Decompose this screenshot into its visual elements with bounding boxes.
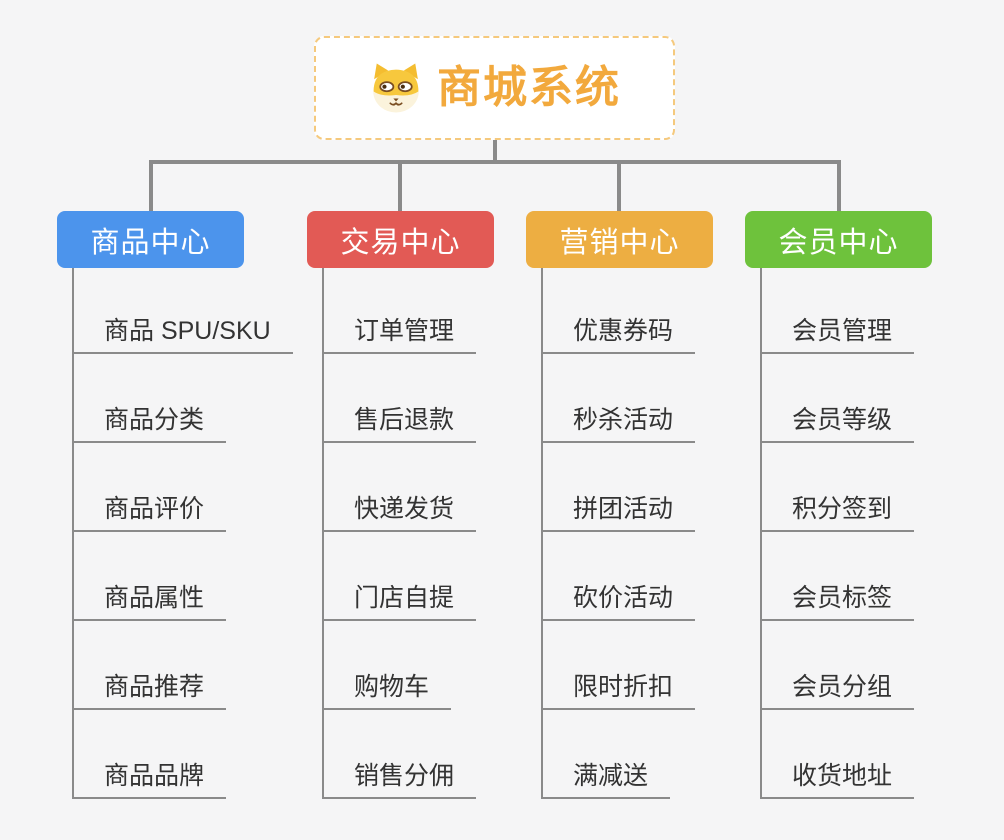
branch-spine — [760, 268, 762, 799]
child-node[interactable]: 购物车 — [322, 675, 452, 710]
child-node[interactable]: 优惠券码 — [541, 319, 696, 354]
branch-node-product-center[interactable]: 商品中心 — [57, 211, 244, 268]
dog-face-icon — [373, 63, 419, 113]
child-node[interactable]: 积分签到 — [760, 497, 915, 532]
child-node[interactable]: 售后退款 — [322, 408, 477, 443]
child-node[interactable]: 收货地址 — [760, 764, 915, 799]
child-node[interactable]: 销售分佣 — [322, 764, 477, 799]
connector-drop-member — [837, 160, 841, 211]
child-node[interactable]: 快递发货 — [322, 497, 477, 532]
child-node[interactable]: 会员管理 — [760, 319, 915, 354]
child-node[interactable]: 订单管理 — [322, 319, 477, 354]
child-node[interactable]: 会员等级 — [760, 408, 915, 443]
connector-bus — [149, 160, 841, 164]
branch-member-center: 会员中心 会员管理 会员等级 积分签到 会员标签 会员分组 收货地址 — [745, 211, 932, 799]
branch-label: 交易中心 — [340, 226, 461, 259]
connector-drop-trade — [398, 160, 402, 211]
child-node[interactable]: 商品评价 — [72, 497, 227, 532]
branch-node-trade-center[interactable]: 交易中心 — [307, 211, 494, 268]
child-node[interactable]: 砍价活动 — [541, 586, 696, 621]
branch-node-member-center[interactable]: 会员中心 — [745, 211, 932, 268]
root-node[interactable]: 商城系统 — [314, 36, 675, 140]
branch-spine — [72, 268, 74, 799]
connector-drop-marketing — [617, 160, 621, 211]
branch-spine — [322, 268, 324, 799]
child-node[interactable]: 满减送 — [541, 764, 671, 799]
branch-label: 营销中心 — [559, 226, 680, 259]
child-node[interactable]: 限时折扣 — [541, 675, 696, 710]
child-node[interactable]: 门店自提 — [322, 586, 477, 621]
branch-spine — [541, 268, 543, 799]
child-node[interactable]: 商品属性 — [72, 586, 227, 621]
connector-drop-product — [149, 160, 153, 211]
child-node[interactable]: 拼团活动 — [541, 497, 696, 532]
branch-product-center: 商品中心 商品 SPU/SKU 商品分类 商品评价 商品属性 商品推荐 商品品牌 — [57, 211, 293, 799]
branch-trade-center: 交易中心 订单管理 售后退款 快递发货 门店自提 购物车 销售分佣 — [307, 211, 494, 799]
child-node[interactable]: 商品推荐 — [72, 675, 227, 710]
child-node[interactable]: 商品分类 — [72, 408, 227, 443]
child-node[interactable]: 商品 SPU/SKU — [72, 319, 293, 354]
branch-label: 商品中心 — [90, 226, 211, 259]
child-node[interactable]: 会员分组 — [760, 675, 915, 710]
branch-label: 会员中心 — [778, 226, 899, 259]
child-node[interactable]: 商品品牌 — [72, 764, 227, 799]
branch-node-marketing-center[interactable]: 营销中心 — [526, 211, 713, 268]
child-node[interactable]: 秒杀活动 — [541, 408, 696, 443]
child-node[interactable]: 会员标签 — [760, 586, 915, 621]
connector-root-stem — [493, 140, 497, 164]
branch-marketing-center: 营销中心 优惠券码 秒杀活动 拼团活动 砍价活动 限时折扣 满减送 — [526, 211, 713, 799]
root-title: 商城系统 — [437, 63, 621, 112]
